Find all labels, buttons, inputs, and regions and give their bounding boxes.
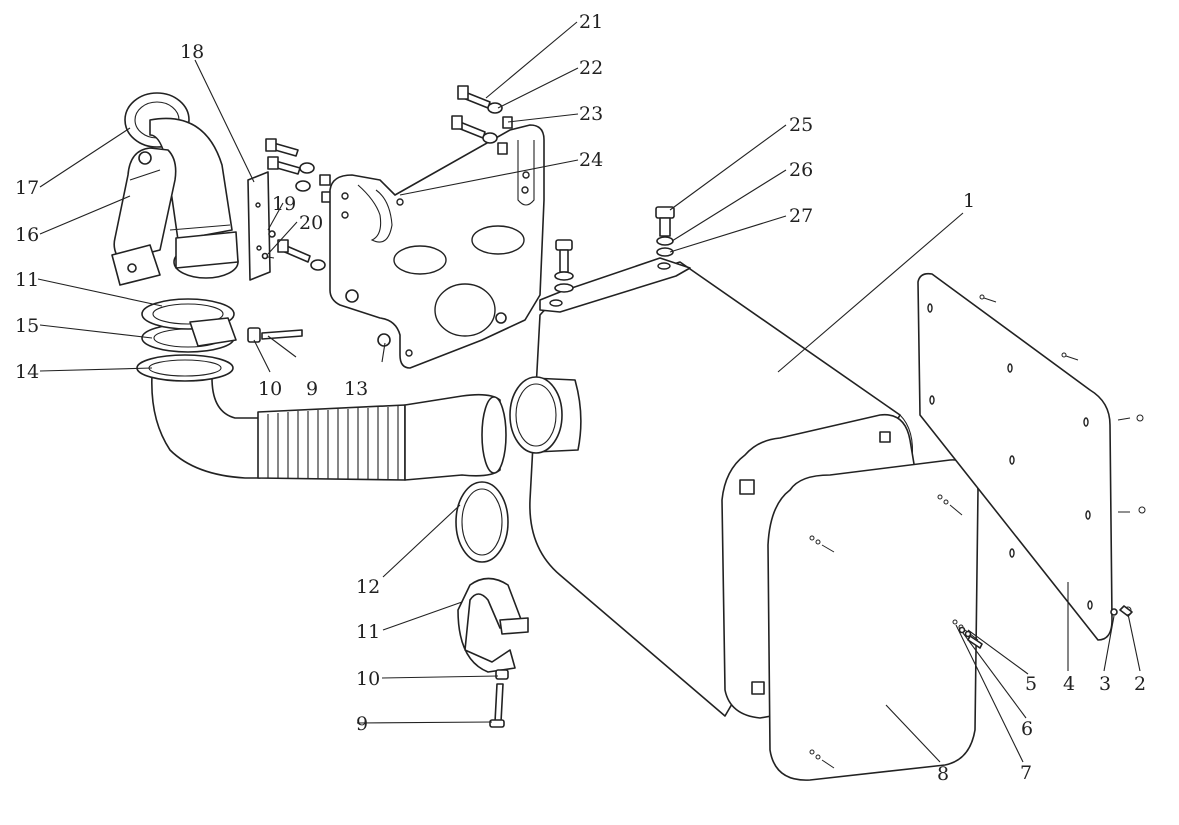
mounting-bracket-plate xyxy=(329,124,545,369)
label-4: 4 xyxy=(1063,673,1075,695)
thin-gasket-strip xyxy=(247,171,271,281)
label-10-lower: 10 xyxy=(356,668,380,690)
lower-band-clamp xyxy=(457,577,529,673)
label-17: 17 xyxy=(15,177,39,199)
label-23: 23 xyxy=(579,103,603,125)
label-5: 5 xyxy=(1025,673,1037,695)
label-11-lower: 11 xyxy=(356,621,380,643)
pipe-flange-gaskets xyxy=(136,298,237,382)
label-16: 16 xyxy=(15,224,39,246)
lower-clamp-bolt xyxy=(489,669,509,728)
label-18: 18 xyxy=(180,41,204,63)
heat-shield-plate xyxy=(917,272,1146,641)
label-8: 8 xyxy=(937,763,949,785)
label-25: 25 xyxy=(789,114,813,136)
label-1: 1 xyxy=(963,190,975,212)
label-22: 22 xyxy=(579,57,603,79)
label-9-upper: 9 xyxy=(306,378,318,400)
label-14: 14 xyxy=(15,361,39,383)
label-27: 27 xyxy=(789,205,813,227)
upper-clamp-bolt xyxy=(247,327,303,343)
label-20: 20 xyxy=(299,212,323,234)
label-24: 24 xyxy=(579,149,603,171)
label-2: 2 xyxy=(1134,673,1146,695)
label-15: 15 xyxy=(15,315,39,337)
bracket-bolt-set xyxy=(261,138,333,271)
label-13: 13 xyxy=(344,378,368,400)
part-labels: 1 2 3 4 5 6 7 8 9 9 10 10 11 11 12 13 14… xyxy=(15,11,1146,785)
label-11-upper: 11 xyxy=(15,269,39,291)
end-cover-plate xyxy=(767,459,979,781)
label-6: 6 xyxy=(1021,718,1033,740)
gasket-ring xyxy=(455,481,509,563)
exhaust-elbow xyxy=(124,92,239,279)
bracket-top-bolts xyxy=(451,85,513,155)
muffler-bracket-bolt xyxy=(554,239,574,293)
muffler-inlet-stub xyxy=(509,376,582,454)
flex-exhaust-pipe xyxy=(151,374,507,481)
label-3: 3 xyxy=(1099,673,1111,695)
muffler-top-bolt xyxy=(655,206,675,257)
label-21: 21 xyxy=(579,11,603,33)
exhaust-brake-valve xyxy=(111,147,177,286)
label-7: 7 xyxy=(1020,762,1032,784)
muffler-bracket xyxy=(539,257,691,313)
label-9-lower: 9 xyxy=(356,713,368,735)
cover-fasteners xyxy=(958,605,1133,649)
label-12: 12 xyxy=(356,576,380,598)
leader-lines xyxy=(37,21,1141,763)
label-26: 26 xyxy=(789,159,813,181)
label-10-upper: 10 xyxy=(258,378,282,400)
label-19: 19 xyxy=(272,193,296,215)
